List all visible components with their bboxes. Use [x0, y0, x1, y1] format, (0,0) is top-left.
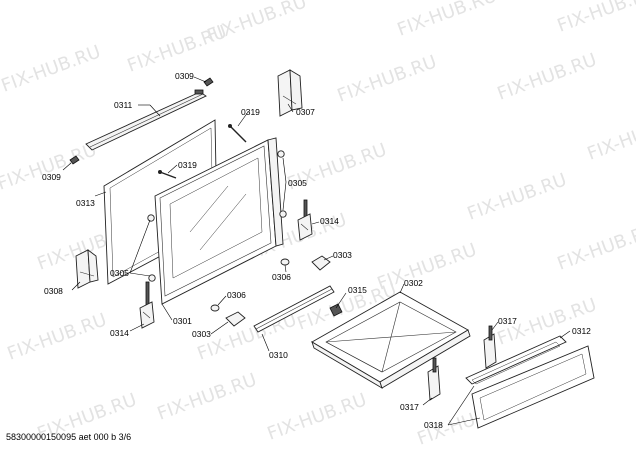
watermark-text: FIX-HUB.RU [155, 369, 260, 424]
part-0317-hinge-bottom [427, 357, 441, 401]
part-0314-hinge-right [297, 199, 313, 241]
label-0306: 0306 [227, 290, 246, 300]
label-0317: 0317 [498, 316, 517, 326]
label-0312: 0312 [572, 326, 591, 336]
watermark-text: FIX-HUB.RU [0, 41, 103, 96]
leader-lines [62, 76, 571, 426]
label-0319: 0319 [241, 107, 260, 117]
label-0310: 0310 [269, 350, 288, 360]
label-0314: 0314 [320, 216, 339, 226]
document-id-footer: 58300000150095 aet 000 b 3/6 [6, 432, 132, 442]
label-0306: 0306 [272, 272, 291, 282]
watermark-text: FIX-HUB.RU [585, 109, 636, 164]
watermark-text: FIX-HUB.RU [0, 139, 99, 194]
part-labels: 0309 0311 0307 0319 0319 0309 0313 0305 … [42, 71, 591, 430]
part-0319-screws [158, 124, 247, 179]
label-0315: 0315 [348, 285, 367, 295]
label-0309: 0309 [175, 71, 194, 81]
part-0308-bracket [75, 249, 99, 289]
part-0302-tray [311, 291, 471, 389]
part-0306-knobs [210, 258, 290, 312]
part-0311-trim-strip [85, 89, 207, 151]
part-0301-outer-door [154, 137, 284, 305]
watermark-text: FIX-HUB.RU [495, 49, 600, 104]
part-0317-hinge-top [483, 325, 497, 369]
watermark-text: FIX-HUB.RU [265, 389, 370, 444]
part-0314-hinge-left [139, 281, 155, 329]
part-0309-clip-top [203, 77, 214, 87]
label-0313: 0313 [76, 198, 95, 208]
watermark-text: FIX-HUB.RU [555, 219, 636, 274]
label-0309: 0309 [42, 172, 61, 182]
label-0308: 0308 [44, 286, 63, 296]
watermark-text: FIX-HUB.RU [555, 0, 636, 37]
part-0312-glass-panel [465, 335, 567, 385]
watermark-text: FIX-HUB.RU [125, 21, 230, 76]
watermark-text: FIX-HUB.RU [395, 0, 500, 41]
watermark-text: FIX-HUB.RU [335, 51, 440, 106]
label-0305: 0305 [110, 268, 129, 278]
label-0319: 0319 [178, 160, 197, 170]
label-0318: 0318 [424, 420, 443, 430]
label-0314: 0314 [110, 328, 129, 338]
part-0305-bumpers [147, 150, 287, 282]
label-0302: 0302 [404, 278, 423, 288]
watermark-text: FIX-HUB.RU [465, 169, 570, 224]
part-0310-handle-bar [253, 285, 335, 333]
label-0303: 0303 [192, 329, 211, 339]
label-0301: 0301 [173, 316, 192, 326]
label-0305: 0305 [288, 178, 307, 188]
label-0317: 0317 [400, 402, 419, 412]
part-0318-glass-panel [471, 345, 595, 429]
part-0309-clip-left [69, 155, 80, 165]
label-0307: 0307 [296, 107, 315, 117]
label-0311: 0311 [114, 100, 133, 110]
watermark-text: FIX-HUB.RU [5, 309, 110, 364]
label-0303: 0303 [333, 250, 352, 260]
part-0315-clip [329, 303, 343, 317]
